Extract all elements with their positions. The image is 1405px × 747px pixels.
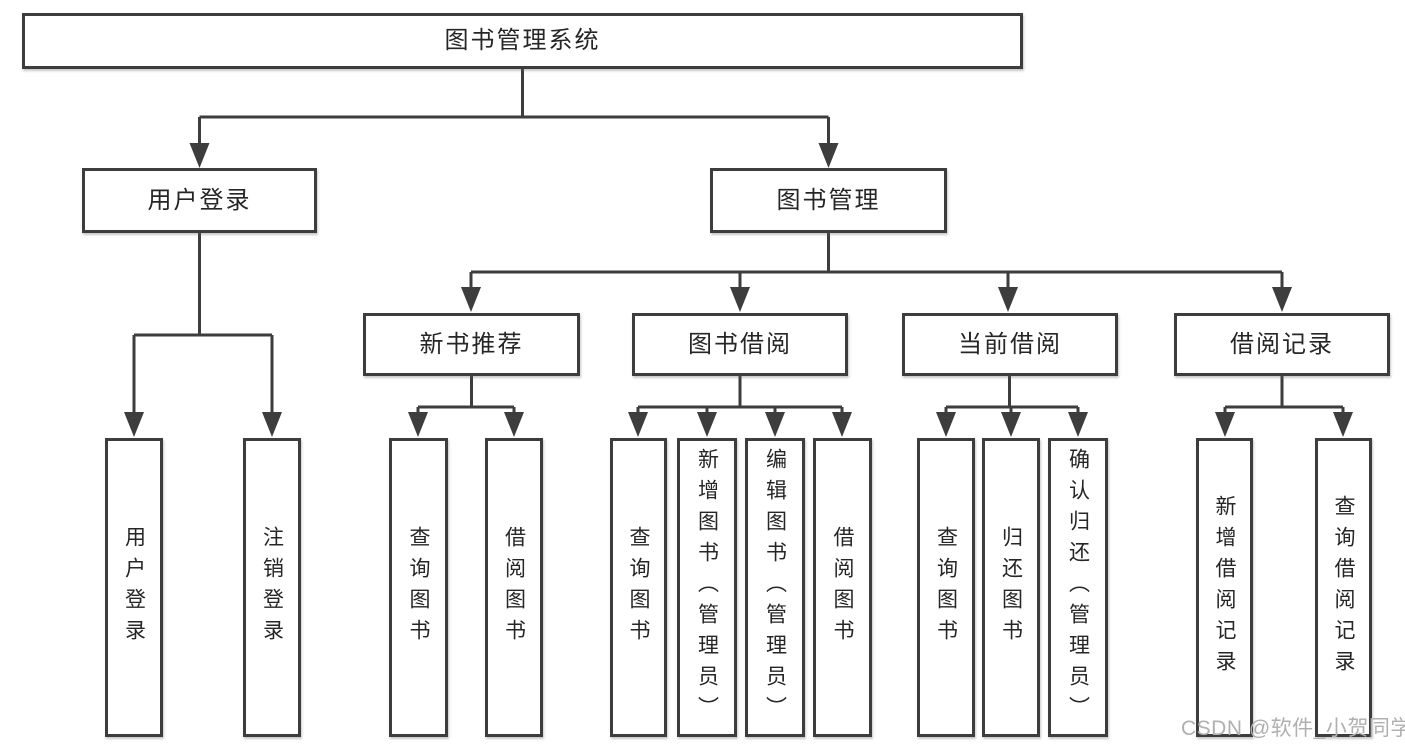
leaf-logout-label: 注销登录 bbox=[260, 525, 284, 650]
arrowhead bbox=[765, 412, 785, 437]
arrowhead bbox=[124, 412, 144, 437]
node-new-book-recommend: 新书推荐 bbox=[363, 313, 580, 376]
node-book-borrow-label: 图书借阅 bbox=[688, 330, 792, 358]
leaf-borrow-books-recommend-label: 借阅图书 bbox=[502, 525, 526, 650]
node-book-borrow: 图书借阅 bbox=[632, 313, 848, 376]
arrowhead bbox=[730, 287, 750, 312]
connector-root-to-level2 bbox=[189, 67, 839, 168]
leaf-borrow-books-recommend: 借阅图书 bbox=[485, 438, 543, 737]
leaf-add-borrow-record-label: 新增借阅记录 bbox=[1213, 494, 1236, 681]
leaf-return-books: 归还图书 bbox=[982, 438, 1040, 737]
node-root-label: 图书管理系统 bbox=[444, 27, 601, 54]
leaf-query-borrow-record-label: 查询借阅记录 bbox=[1332, 494, 1355, 681]
node-borrow-records: 借阅记录 bbox=[1174, 313, 1390, 376]
watermark-text: CSDN @软件_小贺同学 bbox=[1181, 717, 1405, 740]
arrowhead bbox=[697, 412, 717, 437]
arrowhead bbox=[936, 412, 956, 437]
arrowhead bbox=[628, 412, 648, 437]
node-new-book-recommend-label: 新书推荐 bbox=[419, 330, 524, 358]
connector-user-login-children bbox=[124, 233, 282, 437]
node-borrow-records-label: 借阅记录 bbox=[1230, 330, 1334, 358]
leaf-confirm-return-admin-label: 确认归还（管理员） bbox=[1066, 448, 1090, 727]
leaf-edit-books-admin-label: 编辑图书（管理员） bbox=[763, 448, 787, 727]
connector-book-borrow-children bbox=[628, 376, 852, 437]
leaf-query-books-borrow: 查询图书 bbox=[610, 438, 667, 737]
node-user-login-label: 用户登录 bbox=[147, 186, 252, 214]
arrowhead bbox=[998, 287, 1018, 312]
leaf-add-borrow-record: 新增借阅记录 bbox=[1196, 438, 1253, 737]
arrowhead bbox=[189, 143, 210, 168]
arrowhead bbox=[832, 412, 852, 437]
arrowhead bbox=[262, 412, 282, 437]
connector-book-management-children bbox=[461, 233, 1292, 312]
node-book-management: 图书管理 bbox=[710, 168, 947, 233]
leaf-user-login-label: 用户登录 bbox=[122, 525, 146, 650]
leaf-query-books-borrow-label: 查询图书 bbox=[627, 525, 650, 650]
arrowhead bbox=[1215, 412, 1235, 437]
leaf-confirm-return-admin: 确认归还（管理员） bbox=[1048, 438, 1108, 737]
leaf-logout: 注销登录 bbox=[243, 438, 301, 737]
arrowhead bbox=[504, 412, 524, 437]
leaf-borrow-books: 借阅图书 bbox=[813, 438, 872, 737]
leaf-add-books-admin-label: 新增图书（管理员） bbox=[695, 448, 719, 727]
arrowhead bbox=[461, 287, 481, 312]
leaf-add-books-admin: 新增图书（管理员） bbox=[677, 438, 737, 737]
arrowhead bbox=[1333, 412, 1353, 437]
leaf-user-login: 用户登录 bbox=[105, 438, 163, 737]
arrowhead bbox=[1001, 412, 1021, 437]
leaf-query-books-recommend: 查询图书 bbox=[389, 438, 448, 737]
node-user-login: 用户登录 bbox=[82, 168, 317, 233]
arrowhead bbox=[408, 412, 428, 437]
node-root: 图书管理系统 bbox=[22, 13, 1023, 69]
leaf-borrow-books-label: 借阅图书 bbox=[831, 525, 854, 650]
leaf-query-books-recommend-label: 查询图书 bbox=[407, 525, 430, 650]
leaf-query-borrow-record: 查询借阅记录 bbox=[1315, 438, 1372, 737]
leaf-query-books-current-label: 查询图书 bbox=[934, 525, 958, 650]
connector-new-book-recommend-children bbox=[408, 376, 524, 437]
node-current-borrow-label: 当前借阅 bbox=[958, 330, 1062, 358]
leaf-edit-books-admin: 编辑图书（管理员） bbox=[745, 438, 805, 737]
node-current-borrow: 当前借阅 bbox=[902, 313, 1118, 376]
connector-current-borrow-children bbox=[936, 376, 1088, 437]
leaf-return-books-label: 归还图书 bbox=[999, 525, 1023, 650]
arrowhead bbox=[818, 143, 839, 168]
arrowhead bbox=[1068, 412, 1088, 437]
node-book-management-label: 图书管理 bbox=[776, 186, 881, 214]
connector-borrow-records-children bbox=[1215, 376, 1353, 437]
leaf-query-books-current: 查询图书 bbox=[917, 438, 975, 737]
arrowhead bbox=[1272, 287, 1292, 312]
